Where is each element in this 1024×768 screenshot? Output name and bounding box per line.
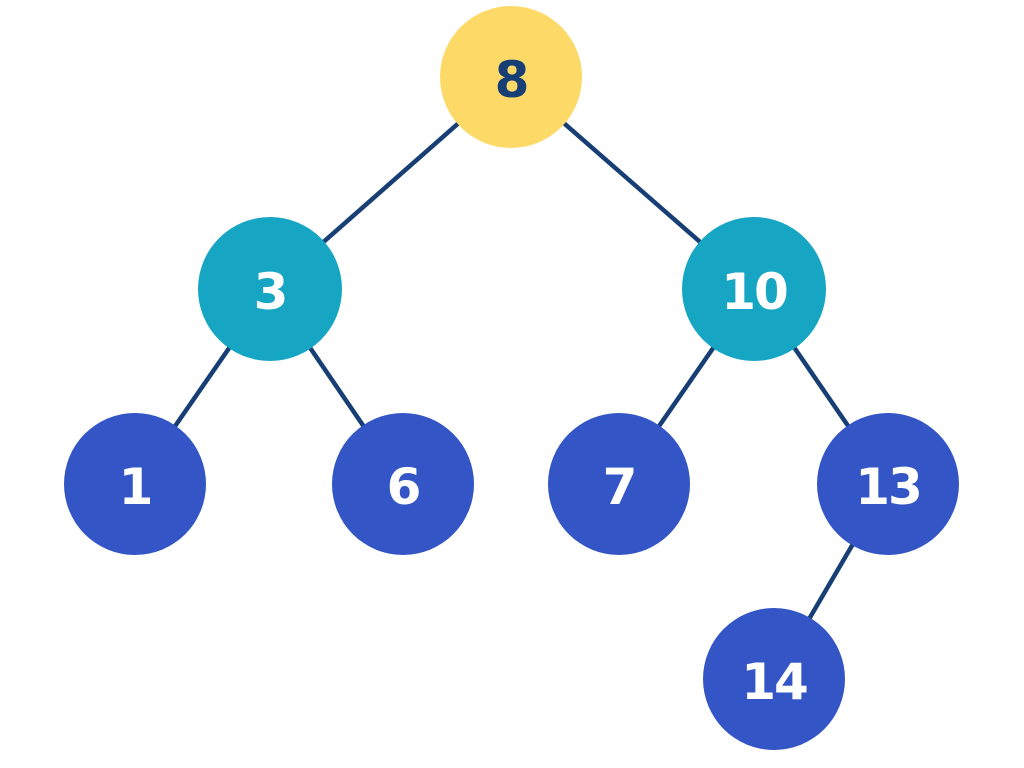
node-label-10: 10 (721, 263, 787, 321)
node-circle-8 (440, 6, 582, 148)
node-label-13: 13 (855, 458, 921, 516)
tree-node-8: 8 (440, 6, 582, 148)
edges-layer (132, 74, 891, 682)
node-label-8: 8 (495, 51, 528, 109)
node-circle-10 (682, 217, 826, 361)
node-circle-3 (198, 217, 342, 361)
node-label-14: 14 (741, 653, 807, 711)
node-circle-6 (332, 413, 474, 555)
node-label-6: 6 (387, 458, 420, 516)
tree-node-14: 14 (703, 608, 845, 750)
node-label-1: 1 (119, 458, 152, 516)
node-circle-13 (817, 413, 959, 555)
tree-node-3: 3 (198, 217, 342, 361)
tree-node-1: 1 (64, 413, 206, 555)
tree-node-7: 7 (548, 413, 690, 555)
node-circle-1 (64, 413, 206, 555)
tree-node-10: 10 (682, 217, 826, 361)
node-circle-7 (548, 413, 690, 555)
nodes-layer: 8 3 10 1 6 7 13 14 (64, 6, 959, 750)
tree-node-6: 6 (332, 413, 474, 555)
tree-node-13: 13 (817, 413, 959, 555)
node-label-7: 7 (603, 458, 636, 516)
node-label-3: 3 (254, 263, 287, 321)
node-circle-14 (703, 608, 845, 750)
